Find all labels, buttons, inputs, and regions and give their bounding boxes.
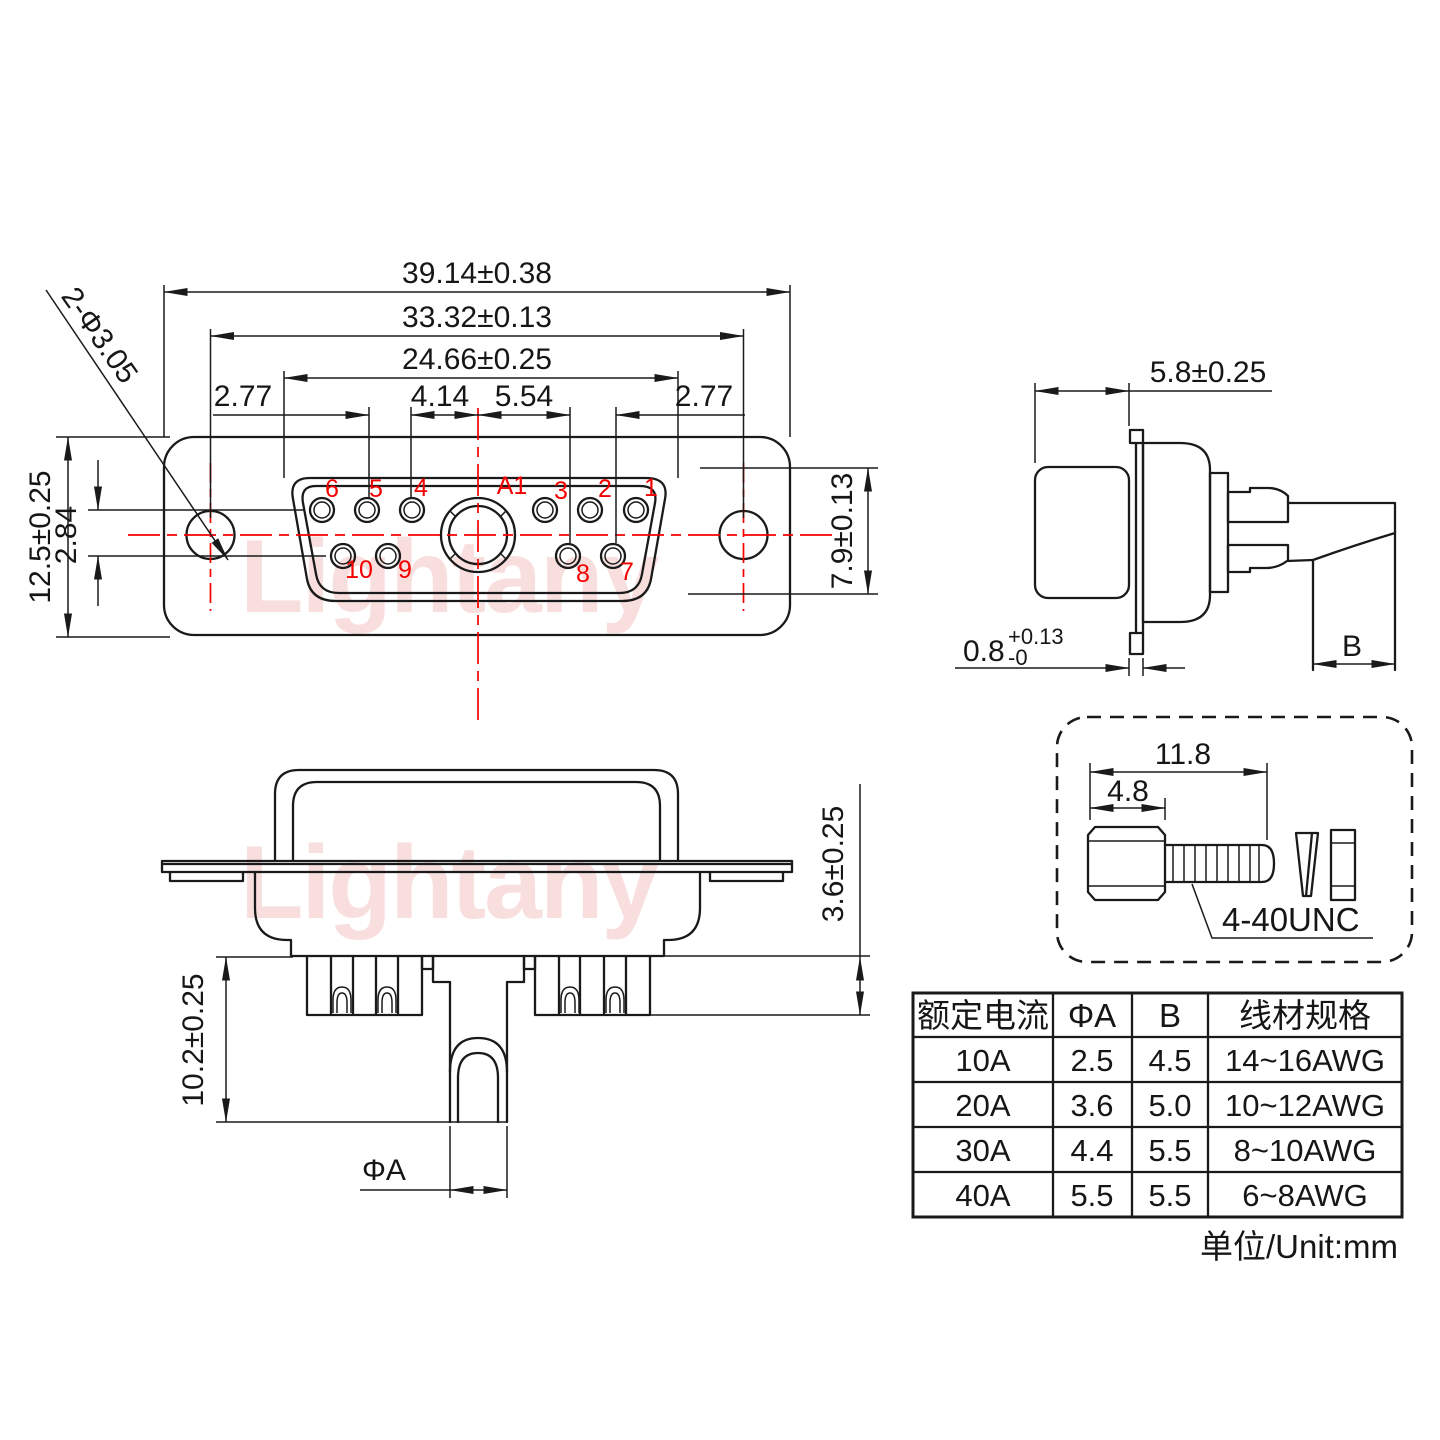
- dim-shell-span: 24.66±0.25: [402, 343, 552, 376]
- screw-detail: 11.8 4.8 4-40UNC: [1055, 715, 1414, 964]
- dim-wire-width: B: [1342, 630, 1362, 663]
- power-barrel: [431, 954, 526, 1124]
- dim-flange-tol-minus: -0: [1008, 645, 1028, 670]
- cell-b: 5.5: [1148, 1133, 1191, 1168]
- pin-label: A1: [497, 472, 528, 500]
- col-header-wire-gauge: 线材规格: [1239, 997, 1371, 1034]
- pin-label: 6: [325, 475, 339, 503]
- hood-outer: [273, 768, 680, 863]
- col-header-rated-current: 额定电流: [917, 997, 1049, 1034]
- dim-flange-height: 12.5±0.25: [24, 470, 57, 603]
- unit-note: 单位/Unit:mm: [1200, 1228, 1398, 1265]
- table-header-row: 额定电流 ΦA B 线材规格: [917, 997, 1371, 1034]
- pin-label: 5: [369, 475, 383, 503]
- side-view: 5.8±0.25 0.8 +0.13 -0 B: [955, 356, 1397, 676]
- cell-b: 5.5: [1148, 1178, 1191, 1213]
- pin-label: 9: [398, 556, 412, 584]
- center-lines: [128, 408, 832, 722]
- pin-label: 1: [644, 474, 658, 502]
- pin-label: 3: [554, 477, 568, 505]
- watermark-text: Lightany: [240, 825, 659, 941]
- pin-label: 4: [414, 474, 428, 502]
- cell-wire: 6~8AWG: [1242, 1178, 1367, 1213]
- cell-phi-a: 2.5: [1070, 1043, 1113, 1078]
- wire-exit: [1286, 501, 1397, 672]
- front-view: 6 5 4 A1 3 2 1 10 9 8 7: [24, 257, 878, 722]
- table-row: 10A 2.5 4.5 14~16AWG: [955, 1043, 1385, 1078]
- dim-mount-holes: 2-Φ3.05: [54, 281, 144, 389]
- solder-cups: [1226, 486, 1315, 574]
- dim-pitch-left: 2.77: [214, 380, 272, 413]
- cell-wire: 8~10AWG: [1234, 1133, 1377, 1168]
- cell-current: 40A: [955, 1178, 1010, 1213]
- thread-label: 4-40UNC: [1222, 901, 1360, 938]
- d-shell-inner: [301, 484, 657, 595]
- cell-current: 10A: [955, 1043, 1010, 1078]
- connector-body: [1141, 441, 1212, 624]
- dim-screw-length: 11.8: [1155, 738, 1211, 771]
- dim-insulator-height: 3.6±0.25: [817, 806, 850, 923]
- dim-total-width: 39.14±0.38: [402, 257, 552, 290]
- cell-wire: 14~16AWG: [1225, 1043, 1385, 1078]
- pin-labels: 6 5 4 A1 3 2 1 10 9 8 7: [325, 472, 658, 588]
- col-header-phi-a: ΦA: [1068, 997, 1116, 1034]
- watermark-layer: Lightany Lightany: [240, 519, 661, 941]
- spec-table: 额定电流 ΦA B 线材规格 10A 2.5 4.5 14~16AWG 20A …: [911, 991, 1404, 1265]
- pin-label: 8: [576, 560, 590, 588]
- table-row: 20A 3.6 5.0 10~12AWG: [955, 1088, 1385, 1123]
- bottom-view-dimensions: 10.2±0.25 3.6±0.25 ΦA: [177, 784, 870, 1198]
- dim-pitch-right: 2.77: [675, 380, 733, 413]
- dim-hole-span: 33.32±0.13: [402, 301, 552, 334]
- screw-accessories: [1294, 828, 1357, 902]
- cell-phi-a: 5.5: [1070, 1178, 1113, 1213]
- table-border: [911, 991, 1404, 1219]
- pin-label: 2: [598, 475, 612, 503]
- cell-phi-a: 4.4: [1070, 1133, 1113, 1168]
- flange-outline: [162, 435, 792, 637]
- cell-current: 30A: [955, 1133, 1010, 1168]
- cell-wire: 10~12AWG: [1225, 1088, 1385, 1123]
- dim-flange-thickness: 0.8: [963, 635, 1005, 668]
- hood-inner: [291, 780, 662, 863]
- bottom-view: 10.2±0.25 3.6±0.25 ΦA: [160, 768, 870, 1198]
- cell-b: 5.0: [1148, 1088, 1191, 1123]
- dim-pitch-center-left: 4.14: [411, 380, 469, 413]
- d-shell-outer: [291, 476, 667, 603]
- pin-label: 7: [620, 558, 634, 586]
- flange-plate: [160, 859, 794, 883]
- cell-b: 4.5: [1148, 1043, 1191, 1078]
- side-view-dimensions: 5.8±0.25 0.8 +0.13 -0 B: [955, 356, 1396, 676]
- insulator-step: [1208, 471, 1230, 594]
- dim-tail-length: 10.2±0.25: [177, 973, 210, 1106]
- dim-head-length: 4.8: [1107, 775, 1149, 808]
- dim-row-offset: 2.84: [50, 506, 83, 564]
- col-header-b: B: [1159, 997, 1181, 1034]
- table-row: 30A 4.4 5.5 8~10AWG: [955, 1133, 1376, 1168]
- dim-barrel-dia: ΦA: [362, 1154, 406, 1187]
- mating-shroud: [1033, 465, 1131, 600]
- pin-label: 10: [345, 556, 373, 584]
- table-row: 40A 5.5 5.5 6~8AWG: [955, 1178, 1367, 1213]
- panel-flange: [1128, 428, 1145, 656]
- dim-shell-height: 7.9±0.13: [826, 473, 859, 590]
- jackscrew: [1086, 825, 1276, 902]
- pin-contacts: [308, 496, 650, 570]
- solder-cup-blocks: [305, 954, 652, 1017]
- dim-pitch-center-right: 5.54: [495, 380, 553, 413]
- dim-flange-tol-plus: +0.13: [1008, 624, 1064, 649]
- detail-frame: [1055, 715, 1414, 964]
- cell-phi-a: 3.6: [1070, 1088, 1113, 1123]
- cell-current: 20A: [955, 1088, 1010, 1123]
- dim-depth: 5.8±0.25: [1150, 356, 1267, 389]
